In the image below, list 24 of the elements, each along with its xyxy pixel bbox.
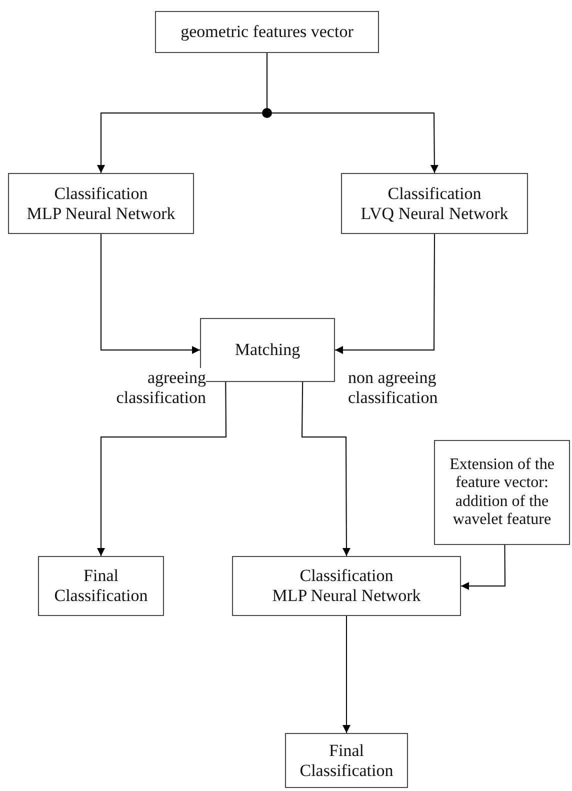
box-text: MLP Neural Network [26,204,176,224]
box-text: Matching [234,340,300,360]
process-box [285,733,408,788]
arrow [302,382,350,556]
box-text: MLP Neural Network [272,586,421,606]
arrow [460,544,506,590]
box-text: Classification [300,566,394,586]
arrow [334,234,435,354]
process-box [434,440,570,545]
box-text: Extension of the feature vector: addition of the wavelet feature [448,456,556,530]
process-box [8,173,194,234]
box-text: Final Classification [53,566,149,606]
arrow [100,234,200,354]
process-box [341,173,528,234]
box-text: geometric features vector [180,22,354,42]
process-box [232,556,461,616]
arrow [342,616,350,734]
process-box [155,11,379,53]
box-text: Final Classification [298,740,394,780]
process-box [38,556,164,616]
arrow [97,382,226,556]
box-text: Classification [54,184,148,204]
box-text: LVQ Neural Network [360,204,508,224]
box-text: Classification [388,184,482,204]
